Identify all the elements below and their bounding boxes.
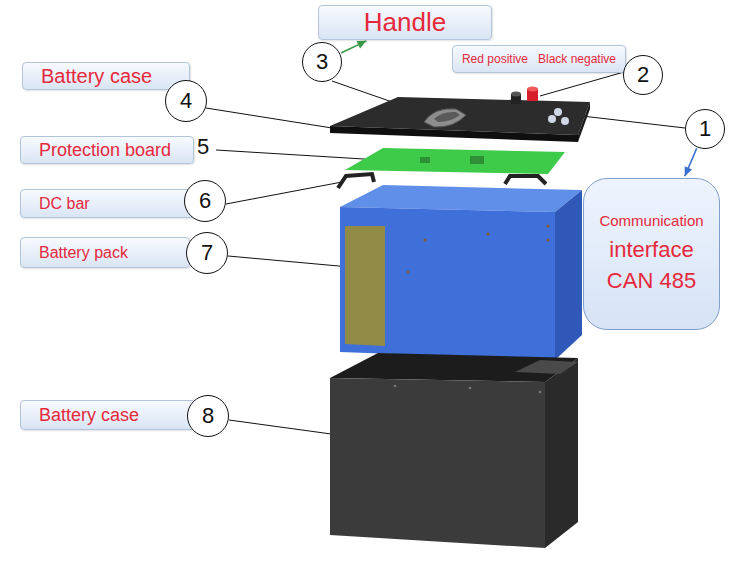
label-box: Battery pack — [20, 237, 190, 268]
part-label: Red positive — [462, 52, 528, 66]
callout-number: 1 — [699, 118, 711, 140]
callout-number: 3 — [316, 51, 328, 73]
label-box: Handle — [318, 5, 492, 40]
callout-circle: 7 — [186, 232, 228, 274]
callout-number: 6 — [199, 190, 211, 212]
callout-circle: 1 — [685, 109, 725, 149]
arrow-head — [685, 166, 692, 176]
callout-number: 7 — [201, 242, 213, 264]
label-box: Battery case — [22, 62, 190, 90]
callout-circle: 8 — [187, 395, 229, 437]
callout-number: 4 — [180, 90, 192, 112]
part-label: DC bar — [39, 195, 90, 213]
info-box: Communication interface CAN 485 — [583, 178, 720, 330]
callout-number: 5 — [197, 136, 209, 158]
callout-number: 2 — [637, 64, 649, 86]
label-box: Battery case — [20, 400, 196, 430]
label-box: Protection board — [20, 136, 194, 164]
arrow-connector — [685, 148, 697, 176]
callout-circle: 2 — [623, 55, 663, 95]
part-label: interface CAN 485 — [602, 235, 702, 297]
arrow-connector — [341, 41, 366, 53]
callout-circle: 6 — [184, 180, 226, 222]
part-label: Communication — [599, 212, 703, 229]
part-label: Protection board — [39, 140, 171, 161]
callout-circle: 3 — [302, 42, 342, 82]
label-box: Red positive Black negative — [452, 45, 626, 73]
part-label: Battery case — [41, 65, 152, 88]
callout-circle: 4 — [165, 80, 207, 122]
label-box: DC bar — [20, 189, 196, 218]
part-label: Black negative — [538, 52, 616, 66]
part-label: Battery pack — [39, 244, 128, 262]
arrow-head — [357, 41, 367, 49]
part-label: Battery case — [39, 405, 139, 426]
part-label: Handle — [364, 7, 446, 38]
callout-number: 8 — [202, 405, 214, 427]
